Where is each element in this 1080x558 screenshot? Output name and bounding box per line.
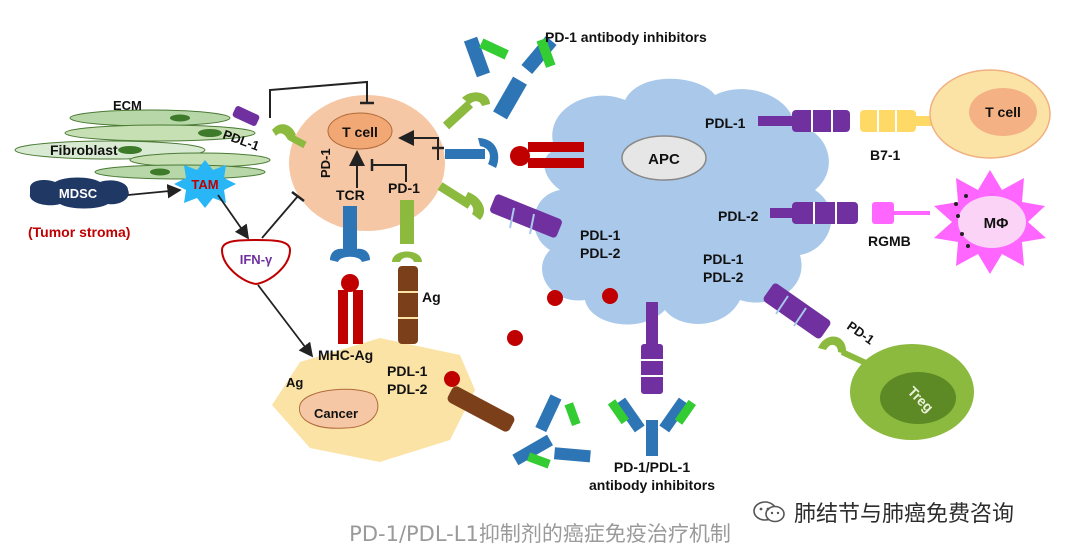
tumor-stroma-label: (Tumor stroma) <box>28 224 130 240</box>
tam-cell <box>174 160 236 208</box>
mdsc-label: MDSC <box>59 186 98 201</box>
pdl2-cancer-label: PDL-2 <box>387 381 428 397</box>
pdl1-apc-right-label: PDL-1 <box>705 115 746 131</box>
pd1-antibody-top-label: PD-1 antibody inhibitors <box>545 29 707 45</box>
tcell-center-nucleus <box>327 112 393 150</box>
tcell-center-label: T cell <box>342 124 378 140</box>
ecm-label: ECM <box>113 98 142 113</box>
mhc-ag-label: MHC-Ag <box>318 347 373 363</box>
macrophage-label: MΦ <box>984 215 1009 232</box>
pd1-tcell-label: PD-1 <box>388 180 420 196</box>
pdl2-apc-lower-label: PDL-2 <box>703 269 744 285</box>
chat-bubble-icon <box>753 501 785 523</box>
ag-cancer-label: Ag <box>286 375 303 390</box>
pd1-pdl1-antibody-label-line2: antibody inhibitors <box>589 477 715 493</box>
pdl2-apc-right-label: PDL-2 <box>718 208 759 224</box>
watermark: 肺结节与肺癌免费咨询 <box>752 496 1014 528</box>
pdl1-apc-left-label: PDL-1 <box>580 227 621 243</box>
figure-caption: PD-1/PDL-L1抑制剂的癌症免疫治疗机制 <box>349 522 731 546</box>
tcell-right-label: T cell <box>985 104 1021 120</box>
pdl2-apc-left-label: PDL-2 <box>580 245 621 261</box>
apc-nucleus <box>621 135 707 181</box>
apc-cloud <box>533 78 832 325</box>
pdl1-apc-lower-label: PDL-1 <box>703 251 744 267</box>
pd1-pdl1-antibody-label-line1: PD-1/PDL-1 <box>614 459 690 475</box>
apc-label: APC <box>648 151 680 168</box>
fibroblast-label: Fibroblast <box>50 142 118 158</box>
ag-top-label: Ag <box>422 289 441 305</box>
watermark-text: 肺结节与肺癌免费咨询 <box>794 502 1015 527</box>
mdsc-cell <box>29 177 129 209</box>
b71-label: B7-1 <box>870 147 901 163</box>
pd1-vertical-label: PD-1 <box>318 148 333 178</box>
ifn-gamma-shape <box>220 238 292 286</box>
treg-nucleus <box>880 372 956 424</box>
stroma-group <box>14 109 271 180</box>
ifn-gamma-label: IFN-γ <box>240 252 273 267</box>
tcell-right-nucleus <box>969 88 1037 136</box>
cancer-nucleus <box>299 388 379 429</box>
cancer-label: Cancer <box>314 406 358 421</box>
tam-label: TAM <box>191 177 218 192</box>
rgmb-label: RGMB <box>868 233 911 249</box>
pdl1-cancer-label: PDL-1 <box>387 363 428 379</box>
pd1-treg-label: PD-1 <box>844 318 877 347</box>
tcr-label: TCR <box>336 187 365 203</box>
macrophage-nucleus <box>958 196 1026 248</box>
